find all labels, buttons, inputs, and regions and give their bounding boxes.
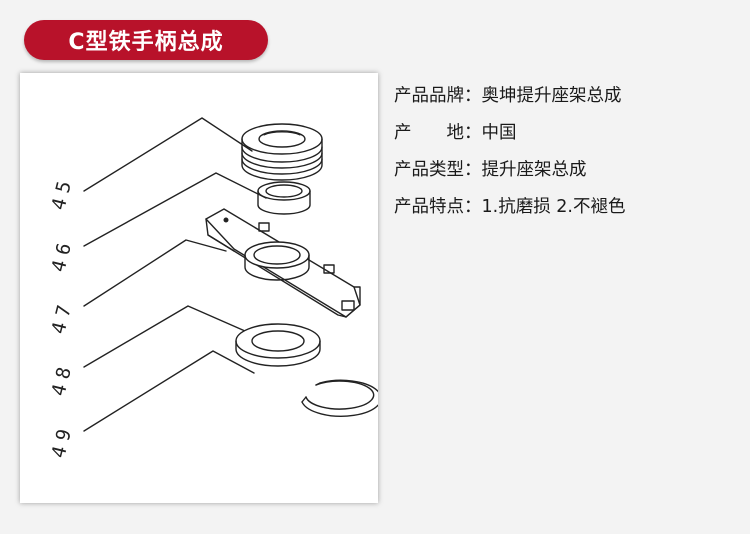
spec-label: 产品品牌： <box>394 86 482 106</box>
leader-line-47 <box>83 239 227 307</box>
spec-value: 提升座架总成 <box>481 160 587 180</box>
spec-row-brand: 产品品牌： 奥坤提升座架总成 <box>394 76 734 113</box>
spec-row-type: 产品类型： 提升座架总成 <box>394 150 734 187</box>
spec-value: 1.抗磨损 2.不褪色 <box>481 197 626 217</box>
spec-row-origin: 产 地： 中国 <box>394 113 734 150</box>
page-title: C型铁手柄总成 <box>68 30 224 55</box>
leader-line-45 <box>83 117 253 192</box>
title-badge: C型铁手柄总成 <box>24 20 268 60</box>
spec-label: 产 地： <box>394 123 482 143</box>
part-46-bushing <box>257 181 311 215</box>
part-48-washer <box>235 323 321 367</box>
part-49-snap-ring <box>301 379 378 417</box>
callout-49: 49 <box>48 421 78 460</box>
spec-label: 产品特点： <box>394 197 482 217</box>
callout-48: 48 <box>48 359 78 398</box>
callout-47: 47 <box>48 297 78 336</box>
spec-value: 中国 <box>481 123 517 143</box>
leader-line-48 <box>83 305 246 368</box>
exploded-parts-diagram: 45 46 47 48 49 <box>48 117 378 460</box>
callout-45: 45 <box>48 173 78 212</box>
spec-label: 产品类型： <box>394 160 482 180</box>
spec-value: 奥坤提升座架总成 <box>481 86 622 106</box>
leader-line-49 <box>83 350 255 432</box>
callout-46: 46 <box>48 235 78 274</box>
leader-line-46 <box>83 172 267 247</box>
spec-row-features: 产品特点： 1.抗磨损 2.不褪色 <box>394 187 734 224</box>
parts-diagram-panel: 45 46 47 48 49 <box>20 73 378 503</box>
part-45-grooved-ring <box>241 123 323 181</box>
spec-list: 产品品牌： 奥坤提升座架总成 产 地： 中国 产品类型： 提升座架总成 产品特点… <box>394 76 734 224</box>
part-47-lever-arm <box>205 208 361 318</box>
